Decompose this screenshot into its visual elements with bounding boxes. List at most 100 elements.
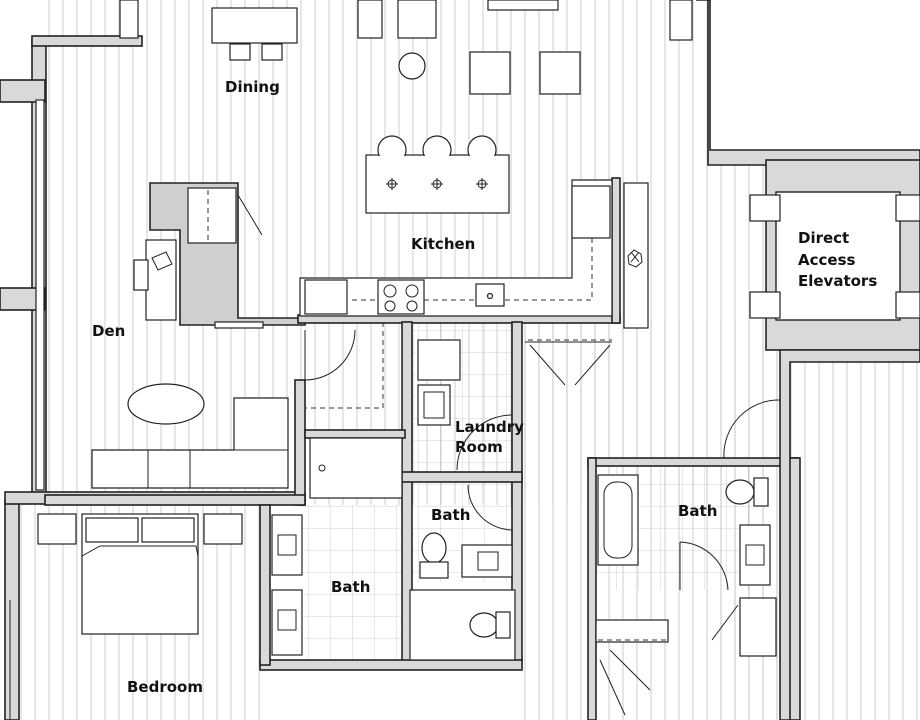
label-elevators-2: Access xyxy=(798,251,855,269)
pier-1 xyxy=(0,79,46,103)
label-kitchen: Kitchen xyxy=(411,235,475,253)
label-bath-small: Bath xyxy=(431,506,470,524)
kitchen-fixtures xyxy=(299,135,649,329)
coffee-table xyxy=(127,383,205,425)
den-desk xyxy=(145,239,177,321)
outer-wall-left-lower xyxy=(4,499,20,720)
bedroom-furniture xyxy=(9,513,243,720)
window-left xyxy=(35,99,45,491)
label-laundry-2: Room xyxy=(455,438,503,456)
utility-sink xyxy=(417,384,451,426)
den-wall-shelf xyxy=(214,321,264,329)
armchair xyxy=(539,51,581,95)
nightstand xyxy=(203,513,243,545)
label-bedroom: Bedroom xyxy=(127,678,203,696)
shower-drain xyxy=(318,464,326,472)
elevator-door-1 xyxy=(749,194,781,222)
hall-closet-door xyxy=(711,604,739,641)
pillow xyxy=(141,517,195,543)
laptop-icon xyxy=(151,251,173,271)
laundry-door-swing xyxy=(456,414,513,471)
utility-sink-basin xyxy=(423,391,445,419)
entry-door-frame xyxy=(119,0,139,39)
toilet-small xyxy=(421,532,447,564)
oven-unit xyxy=(304,279,348,315)
side-table xyxy=(398,52,426,80)
label-den: Den xyxy=(92,322,125,340)
bath-right-left-wall xyxy=(587,457,597,720)
den-small-door xyxy=(237,194,263,240)
bath-center-left-wall xyxy=(259,504,271,666)
dining-furniture xyxy=(119,0,693,95)
den-furniture xyxy=(91,187,356,489)
island-outlets xyxy=(386,178,488,190)
sink-small xyxy=(477,551,499,571)
den-lower-wall xyxy=(294,379,306,506)
core-wall-mid xyxy=(401,471,523,483)
shower-top-wall xyxy=(304,429,406,439)
shower xyxy=(309,437,403,499)
bench xyxy=(669,0,693,41)
bath-right-fixtures xyxy=(595,399,781,716)
pier-2 xyxy=(0,287,46,311)
den-cabinet xyxy=(187,187,237,244)
vanity-1 xyxy=(271,514,303,576)
armchair xyxy=(469,51,511,95)
pillow xyxy=(85,517,139,543)
closet-doors xyxy=(525,341,612,386)
sink-2 xyxy=(277,609,297,631)
elevator-door-4 xyxy=(895,291,920,319)
cooktop-burners xyxy=(383,284,419,312)
nightstand xyxy=(37,513,77,545)
bathtub-inner xyxy=(603,481,633,559)
dining-chair xyxy=(261,43,283,61)
vanity-small xyxy=(461,544,513,578)
elevator-door-3 xyxy=(895,194,920,222)
sideboard xyxy=(357,0,383,39)
elevator-door-2 xyxy=(749,291,781,319)
laundry-dash xyxy=(305,322,384,409)
washer xyxy=(417,339,461,381)
den-bottom-wall xyxy=(44,494,306,506)
elevator-core-inner xyxy=(775,191,901,321)
bath-right-top-wall xyxy=(587,457,799,467)
kitchen-wall-right xyxy=(611,177,621,324)
desk-chair xyxy=(133,259,149,291)
toilet-center xyxy=(469,612,499,638)
console xyxy=(487,0,559,11)
den-door-swing xyxy=(304,329,356,381)
bath-small-door xyxy=(467,484,514,531)
vanity-right xyxy=(739,524,771,586)
label-laundry-1: Laundry xyxy=(455,418,524,436)
bath-center-floor xyxy=(300,505,410,660)
dining-chair xyxy=(229,43,251,61)
toilet-right xyxy=(725,479,755,505)
hall-closet xyxy=(739,597,777,657)
label-bath-center: Bath xyxy=(331,578,370,596)
laundry-fixtures xyxy=(305,322,612,471)
cooktop xyxy=(377,279,425,315)
armchair xyxy=(397,0,437,39)
bath-small-fixtures xyxy=(419,484,514,579)
closet-door-swing xyxy=(599,649,651,716)
label-elevators-1: Direct xyxy=(798,229,849,247)
dining-table xyxy=(211,7,298,44)
toilet-tank xyxy=(495,611,511,639)
label-elevators-3: Elevators xyxy=(798,272,877,290)
toilet-small-tank xyxy=(419,561,449,579)
core-wall-bottom xyxy=(259,659,523,671)
sink-right xyxy=(745,544,765,566)
refrigerator xyxy=(571,185,611,239)
outer-wall-top-left xyxy=(31,35,143,47)
plant-icon xyxy=(627,249,643,268)
vanity-2 xyxy=(271,589,303,656)
blanket-fold xyxy=(81,545,199,557)
outer-wall-top-right xyxy=(696,0,920,166)
label-dining: Dining xyxy=(225,78,280,96)
hall-door-swing xyxy=(723,399,781,459)
toilet-right-tank xyxy=(753,477,769,507)
sink-1 xyxy=(277,534,297,556)
linen-closet xyxy=(595,619,669,643)
